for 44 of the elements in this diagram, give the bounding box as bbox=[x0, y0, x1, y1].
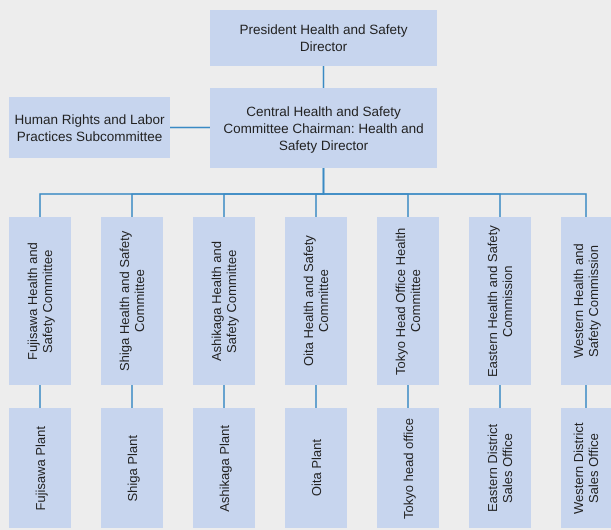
box-label: President Health and Safety Director bbox=[238, 21, 409, 55]
committee-box bbox=[9, 97, 170, 158]
connector-line bbox=[39, 385, 41, 408]
connector-line bbox=[585, 385, 587, 408]
box-label: Shiga Health and Safety Committee bbox=[117, 230, 147, 374]
box-label: Shiga Plant bbox=[124, 434, 140, 502]
unit-box bbox=[101, 217, 163, 385]
unit-box bbox=[9, 408, 71, 528]
box-label: Eastern District Sales Office bbox=[485, 422, 515, 514]
box-label: Fujisawa Plant bbox=[32, 426, 48, 510]
unit-box bbox=[285, 217, 347, 385]
unit-box bbox=[193, 408, 255, 528]
unit-box bbox=[561, 217, 611, 385]
unit-box bbox=[469, 217, 531, 385]
box-label: Central Health and Safety Committee Chairman: Health and Safety Director bbox=[222, 102, 425, 154]
committee-box bbox=[210, 88, 437, 168]
unit-box bbox=[469, 408, 531, 528]
connector-line bbox=[131, 385, 133, 408]
box-label: Eastern Health and Safety Commission bbox=[485, 225, 515, 377]
connector-line bbox=[322, 168, 587, 217]
unit-box bbox=[377, 217, 439, 385]
unit-box bbox=[9, 217, 71, 385]
committee-box bbox=[210, 10, 437, 66]
connector-line bbox=[322, 66, 324, 88]
connector-line bbox=[223, 385, 225, 408]
box-label: Tokyo head office bbox=[400, 418, 416, 518]
box-label: Ashikaga Plant bbox=[216, 424, 232, 512]
box-label: Oita Health and Safety Committee bbox=[301, 234, 331, 368]
unit-box bbox=[377, 408, 439, 528]
unit-box bbox=[561, 408, 611, 528]
unit-box bbox=[193, 217, 255, 385]
box-label: Oita Plant bbox=[308, 439, 324, 497]
box-label: Western Health and Safety Commission bbox=[571, 242, 601, 360]
box-label: Tokyo Head Office Health Committee bbox=[393, 226, 423, 377]
box-label: Fujisawa Health and Safety Committee bbox=[25, 241, 55, 362]
box-label: Ashikaga Health and Safety Committee bbox=[209, 240, 239, 363]
box-label: Western District Sales Office bbox=[571, 421, 601, 516]
connector-line bbox=[407, 385, 409, 408]
connector-line bbox=[315, 385, 317, 408]
connector-line bbox=[170, 126, 210, 128]
unit-box bbox=[285, 408, 347, 528]
unit-box bbox=[101, 408, 163, 528]
connector-line bbox=[499, 385, 501, 408]
box-label: Human Rights and Labor Practices Subcommittee bbox=[13, 110, 166, 144]
